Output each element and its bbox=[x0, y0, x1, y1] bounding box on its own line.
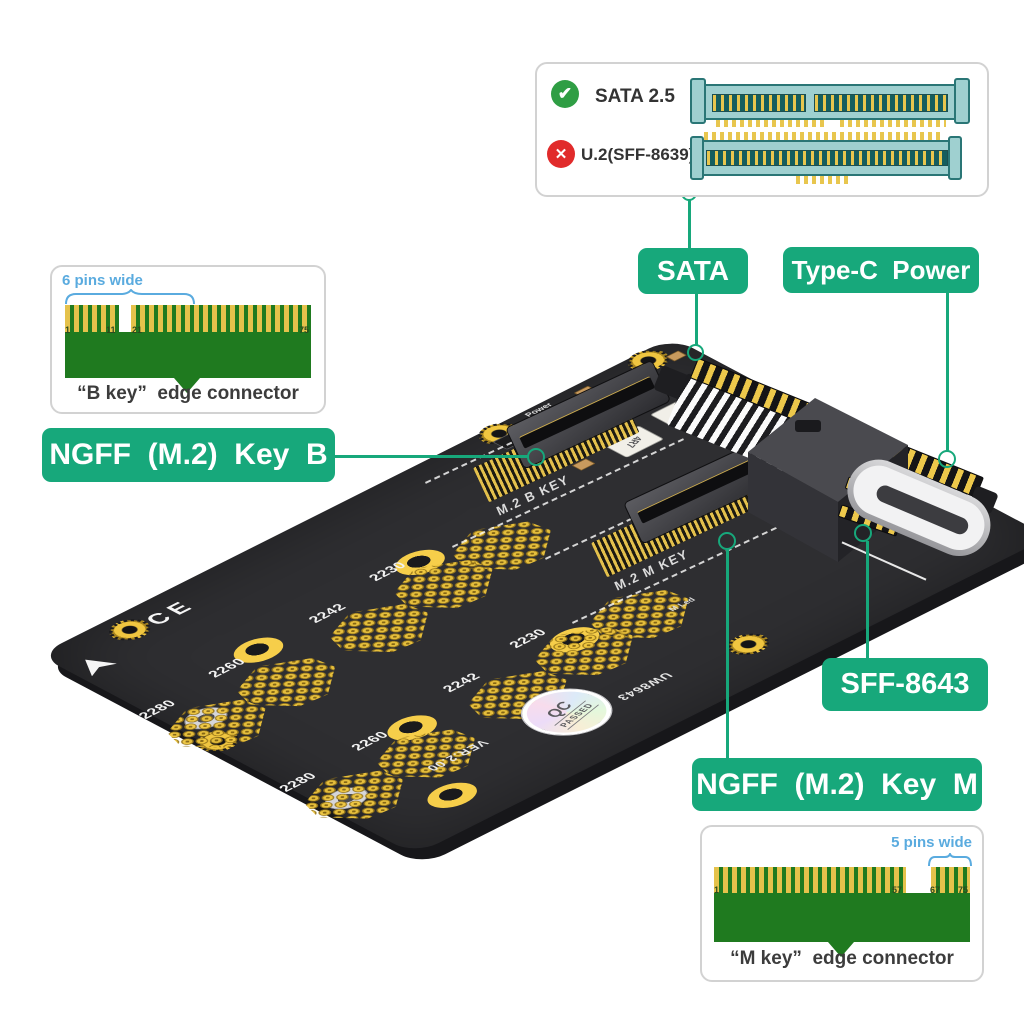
m-key-caption: “M key” edge connector bbox=[730, 948, 954, 969]
callout-line bbox=[726, 549, 729, 758]
callout-line bbox=[866, 541, 869, 658]
callout-line bbox=[688, 200, 691, 250]
standoff-label: 2260 bbox=[204, 656, 250, 680]
pin-number: 1 bbox=[714, 885, 720, 895]
standoff-label: 2242 bbox=[439, 671, 485, 695]
pin-number: 1 bbox=[65, 325, 71, 335]
pin-number: 75 bbox=[958, 885, 969, 895]
b-key-caption: “B key” edge connector bbox=[77, 383, 299, 404]
compat-label-sata: SATA 2.5 bbox=[595, 86, 675, 107]
screw-pad-icon bbox=[417, 777, 487, 813]
m-key-pins-right bbox=[931, 867, 970, 893]
standoff-label: 2230 bbox=[505, 626, 551, 651]
standoff-label: 2280 bbox=[134, 697, 181, 722]
pin-number: 21 bbox=[132, 325, 143, 335]
callout-typec-power: Type-C Power bbox=[783, 247, 979, 293]
check-icon: ✔ bbox=[551, 80, 579, 108]
callout-line bbox=[695, 292, 698, 346]
callout-ngff-key-m: NGFF (M.2) Key M bbox=[692, 758, 982, 811]
callout-ngff-key-b: NGFF (M.2) Key B bbox=[42, 428, 335, 482]
callout-line bbox=[335, 455, 529, 458]
callout-marker bbox=[938, 450, 956, 468]
callout-sff-8643: SFF-8643 bbox=[822, 658, 988, 711]
pin-number: 57 bbox=[892, 885, 903, 895]
b-key-pins-right bbox=[131, 305, 311, 332]
cross-icon: ✕ bbox=[547, 140, 575, 168]
m-key-note: 5 pins wide bbox=[891, 834, 972, 851]
sata25-connector-drawing bbox=[690, 74, 970, 128]
compatibility-box: ✔ SATA 2.5 ✕ U.2(SFF-8639) bbox=[535, 62, 989, 197]
logo-triangle-icon bbox=[73, 653, 117, 676]
m-key-body bbox=[714, 893, 970, 942]
model-silkscreen: UW8643 bbox=[613, 670, 676, 703]
brace-icon bbox=[928, 853, 972, 867]
callout-marker bbox=[718, 532, 736, 550]
b-key-pins-left bbox=[65, 305, 119, 332]
m-key-diagram: 5 pins wide 1 57 67 75 “M key” edge conn… bbox=[700, 825, 984, 982]
pin-number: 75 bbox=[299, 325, 310, 335]
callout-marker bbox=[527, 448, 545, 466]
callout-sata: SATA bbox=[638, 248, 748, 294]
pin-number: 11 bbox=[106, 325, 116, 335]
callout-line bbox=[946, 292, 949, 452]
callout-marker bbox=[854, 524, 872, 542]
callout-marker bbox=[687, 344, 704, 361]
b-key-diagram: 6 pins wide 1 11 21 75 “B key” edge conn… bbox=[50, 265, 326, 414]
u2-connector-drawing bbox=[690, 132, 962, 186]
standoff-label: 2260 bbox=[347, 729, 393, 753]
m-key-notch bbox=[828, 942, 854, 957]
standoff-label: 2280 bbox=[275, 770, 321, 794]
b-key-note: 6 pins wide bbox=[62, 272, 143, 289]
b-key-notch bbox=[174, 378, 200, 393]
brace-icon bbox=[65, 289, 195, 305]
m-key-pins-left bbox=[714, 867, 906, 893]
pin-number: 67 bbox=[930, 885, 941, 895]
compat-label-u2: U.2(SFF-8639) bbox=[581, 145, 695, 164]
b-key-body bbox=[65, 332, 311, 378]
